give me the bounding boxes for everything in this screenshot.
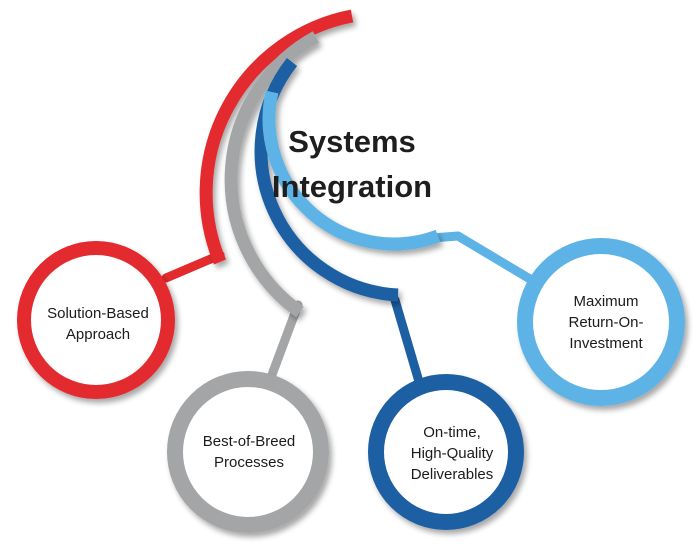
node-label-line: Investment <box>569 335 643 352</box>
connector-on-time <box>390 295 425 390</box>
node-label-line: On-time, <box>423 424 481 441</box>
connector-best-of-breed <box>265 300 303 385</box>
connector-roi <box>427 231 545 290</box>
arc-red <box>199 9 354 265</box>
node-label-line: Return-On- <box>568 314 643 331</box>
arc-gray <box>224 31 320 318</box>
node-label-line: Deliverables <box>411 466 494 483</box>
arc-light-blue <box>262 90 441 251</box>
connector-solution <box>161 250 225 283</box>
node-label-line: Processes <box>214 454 284 471</box>
node-label-line: Solution-Based <box>47 305 149 322</box>
node-label-line: Maximum <box>573 293 638 310</box>
node-on-time-high-quality-deliverables: On-time, High-Quality Deliverables <box>368 374 524 530</box>
node-solution-based-approach: Solution-Based Approach <box>17 241 175 399</box>
diagram-title-line2: Integration <box>272 169 432 204</box>
node-label-line: Best-of-Breed <box>203 433 296 450</box>
node-label-line: Approach <box>66 326 130 343</box>
node-maximum-return-on-investment: Maximum Return-On- Investment <box>517 238 685 406</box>
node-label-line: High-Quality <box>411 445 494 462</box>
diagram-title-line1: Systems <box>288 124 416 159</box>
node-best-of-breed-processes: Best-of-Breed Processes <box>167 371 329 533</box>
